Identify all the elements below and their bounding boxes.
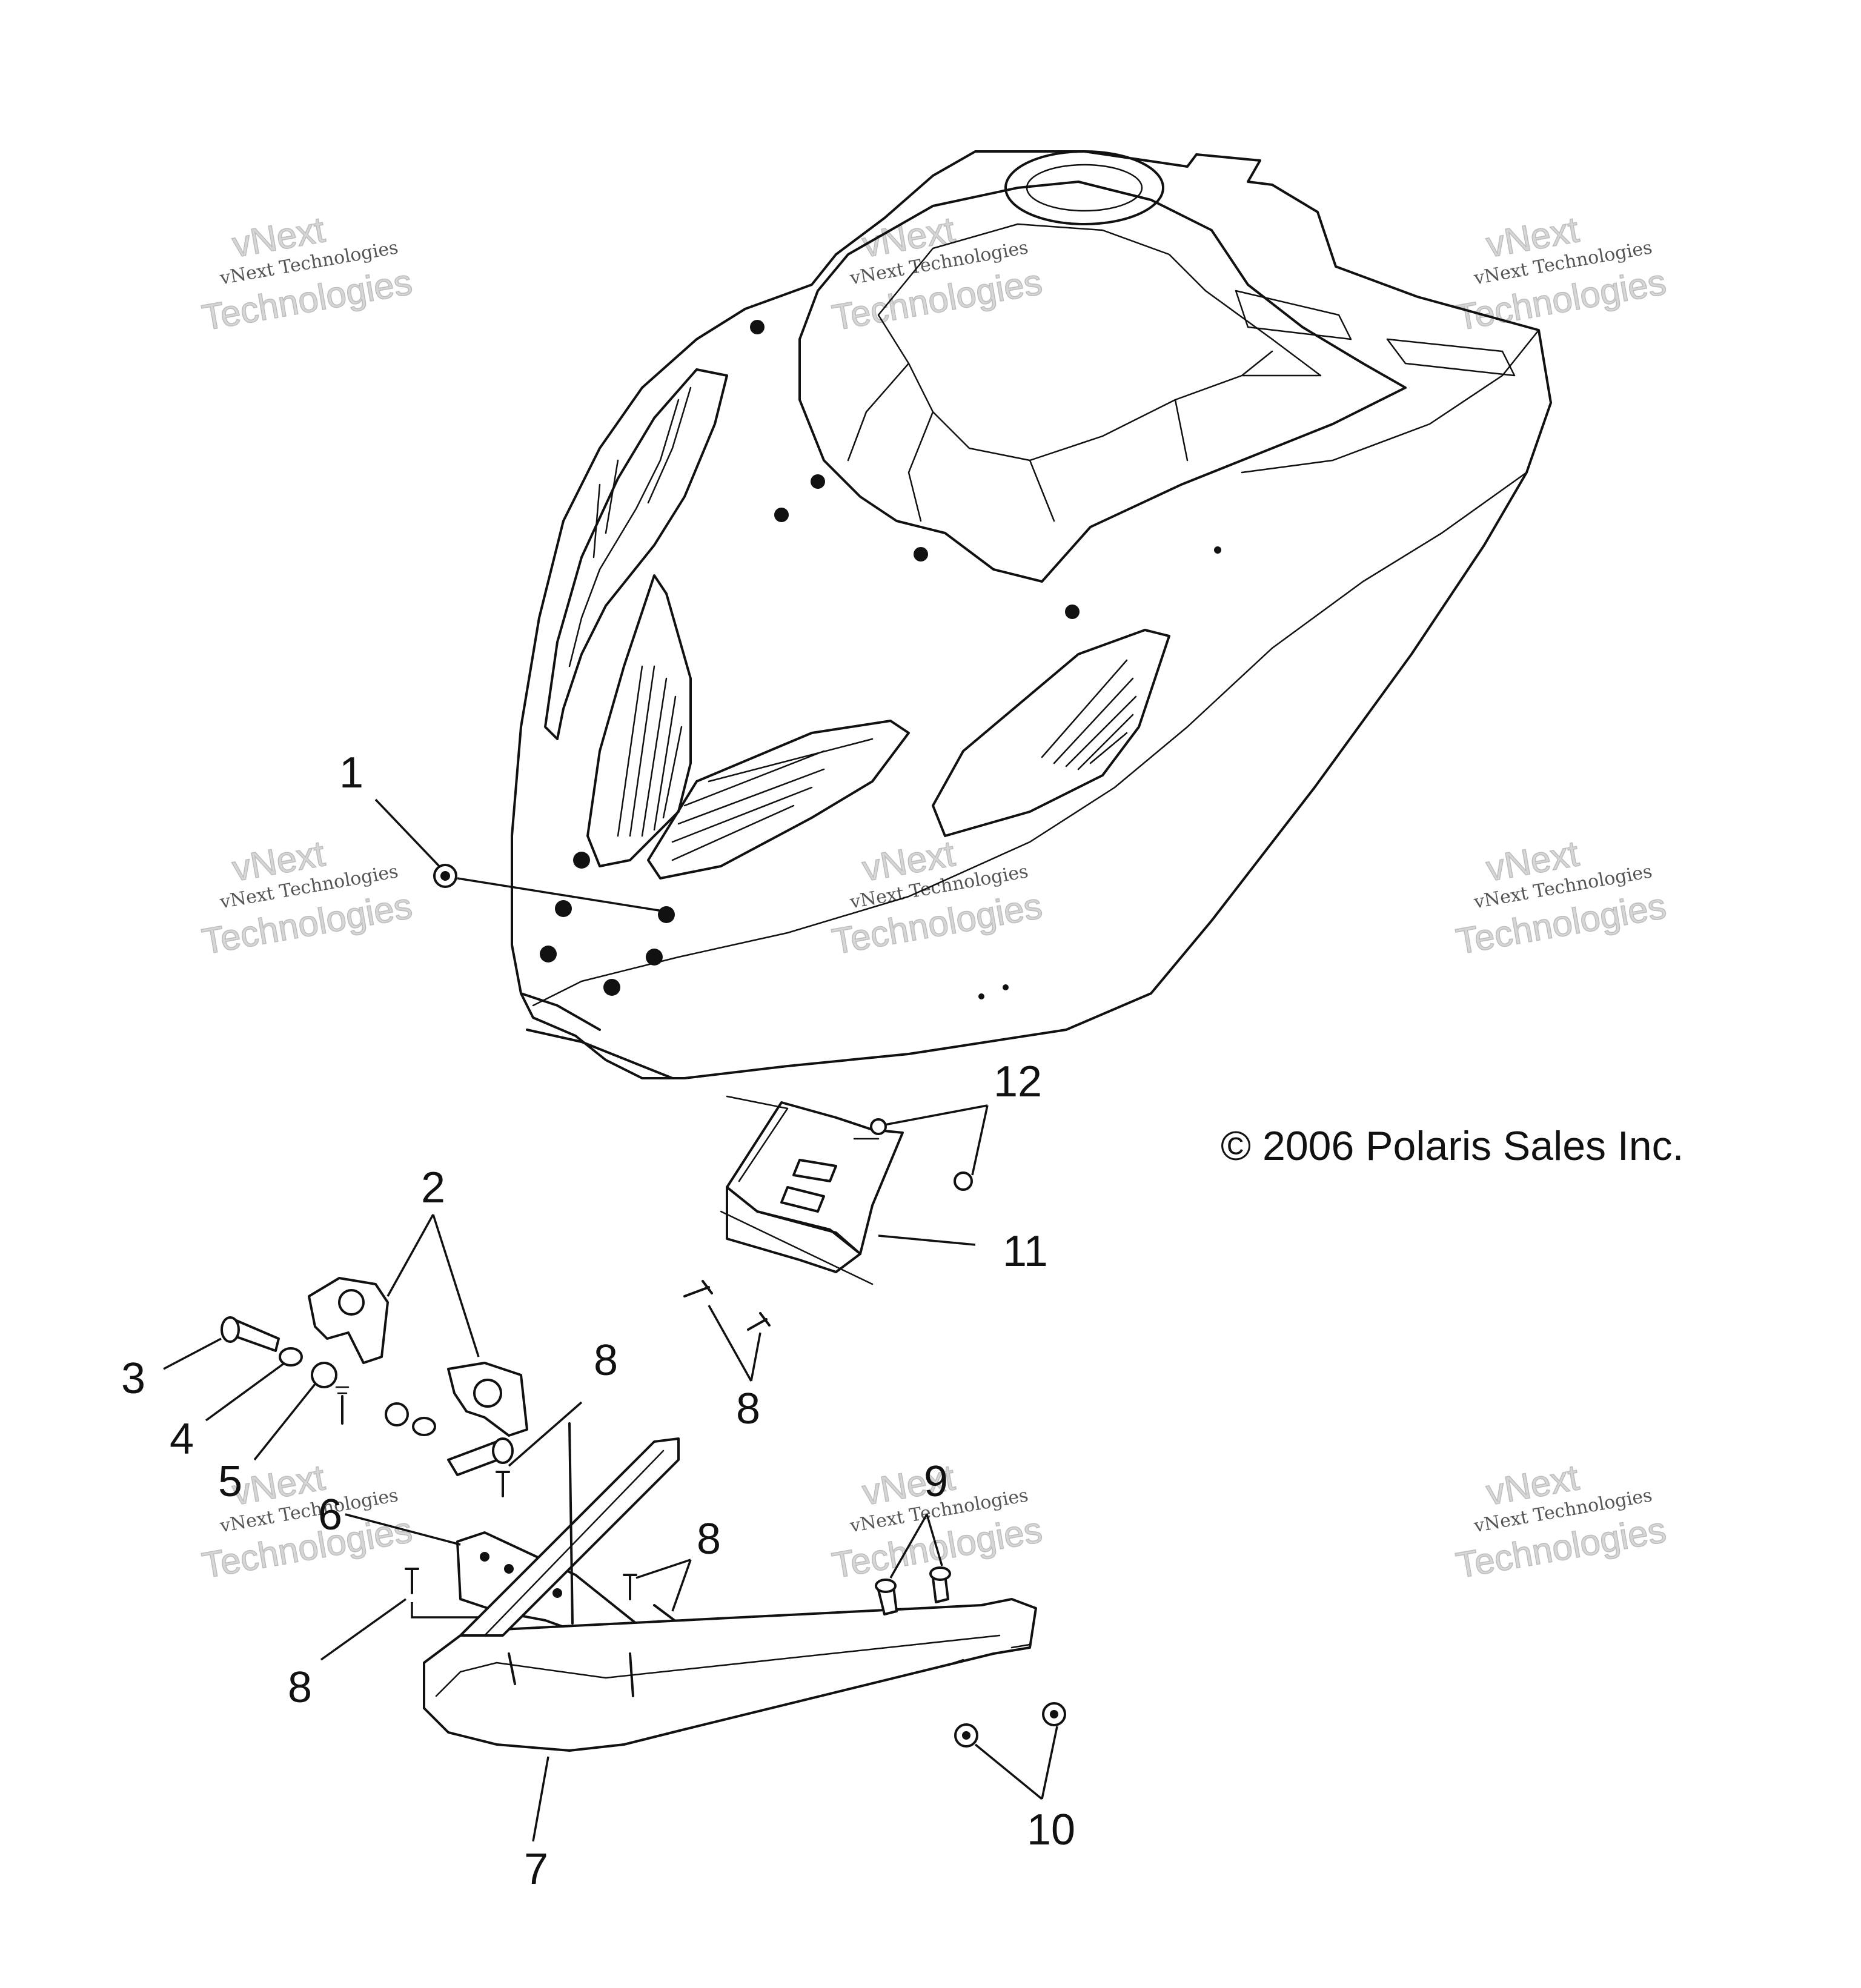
watermark: vNext vNext Technologies Technologies	[829, 208, 1046, 339]
center-vent-grille	[671, 738, 874, 861]
rivet-8	[405, 1568, 419, 1594]
dash-console	[798, 181, 1407, 583]
right-vent	[932, 629, 1170, 837]
callout-4: 4	[170, 1415, 194, 1463]
hole	[540, 946, 557, 963]
nut-12	[954, 1171, 973, 1191]
part-1-push-nut	[374, 798, 667, 913]
callout-2: 2	[421, 1164, 445, 1212]
part-5-nut	[253, 1362, 409, 1461]
windshield-tab	[1235, 290, 1516, 377]
callout-8-rear: 8	[594, 1336, 618, 1385]
hood-side-panel-line	[532, 329, 1540, 1007]
hole	[555, 900, 572, 917]
left-upper-vent	[544, 368, 728, 740]
watermark: vNext vNext Technologies Technologies	[1453, 208, 1670, 339]
callout-7: 7	[524, 1845, 548, 1894]
dash-inner	[847, 223, 1322, 522]
rivet-8	[683, 1280, 713, 1297]
hole	[750, 320, 765, 334]
gauge-pod-inner	[1026, 164, 1143, 212]
nose-lip	[520, 992, 674, 1079]
part-3-bolt	[163, 1316, 514, 1476]
part-11-bracket	[683, 1095, 989, 1382]
hole	[658, 906, 675, 923]
watermark: vNext vNext Technologies Technologies	[199, 208, 416, 339]
watermark: vNext vNext Technologies Technologies	[1453, 1456, 1670, 1586]
hole	[811, 474, 825, 489]
hole	[573, 852, 590, 869]
left-lower-vent	[586, 574, 692, 867]
rivet-8	[623, 1574, 637, 1600]
callout-8-left: 8	[288, 1663, 312, 1712]
watermark: vNext vNext Technologies Technologies	[1453, 832, 1670, 963]
hole	[1214, 546, 1221, 554]
callout-12: 12	[994, 1058, 1042, 1106]
right-vent-grille	[1041, 659, 1137, 770]
center-vent	[647, 720, 910, 880]
part-4-washer	[205, 1347, 436, 1436]
left-lower-vent-grille	[617, 665, 683, 837]
hole	[914, 547, 928, 562]
hole	[1065, 605, 1080, 619]
hole	[603, 979, 620, 996]
watermark: vNext vNext Technologies Technologies	[829, 832, 1046, 963]
hole	[978, 993, 984, 999]
gauge-pod	[1004, 150, 1164, 225]
hood-outline	[511, 150, 1552, 1079]
hood-assembly	[511, 150, 1552, 1079]
rivet-8	[747, 1312, 771, 1331]
callout-11: 11	[1003, 1227, 1048, 1276]
callout-10: 10	[1027, 1806, 1075, 1854]
callout-5: 5	[218, 1457, 242, 1506]
part-2-mount-plates	[308, 1214, 528, 1437]
callout-9: 9	[924, 1457, 948, 1506]
rivet-8	[496, 1471, 510, 1497]
part-9-bolts	[875, 1514, 951, 1615]
hole	[1003, 984, 1009, 990]
nut-12	[870, 1118, 887, 1135]
watermark: vNext vNext Technologies Technologies	[199, 1456, 416, 1586]
callout-6: 6	[318, 1491, 342, 1539]
hole	[774, 508, 789, 522]
left-upper-vent-inner	[568, 386, 692, 668]
hole	[646, 949, 663, 966]
watermark: vNext vNext Technologies Technologies	[199, 832, 416, 963]
part-7-bumper	[423, 1422, 1037, 1842]
callout-3: 3	[121, 1354, 145, 1403]
hood-mounting-holes	[540, 320, 1221, 999]
callout-1: 1	[339, 749, 363, 797]
copyright-text: © 2006 Polaris Sales Inc.	[1221, 1123, 1684, 1169]
callout-8-right: 8	[697, 1515, 721, 1563]
callout-8-bracket: 8	[736, 1385, 760, 1433]
part-10-nuts	[954, 1702, 1066, 1800]
